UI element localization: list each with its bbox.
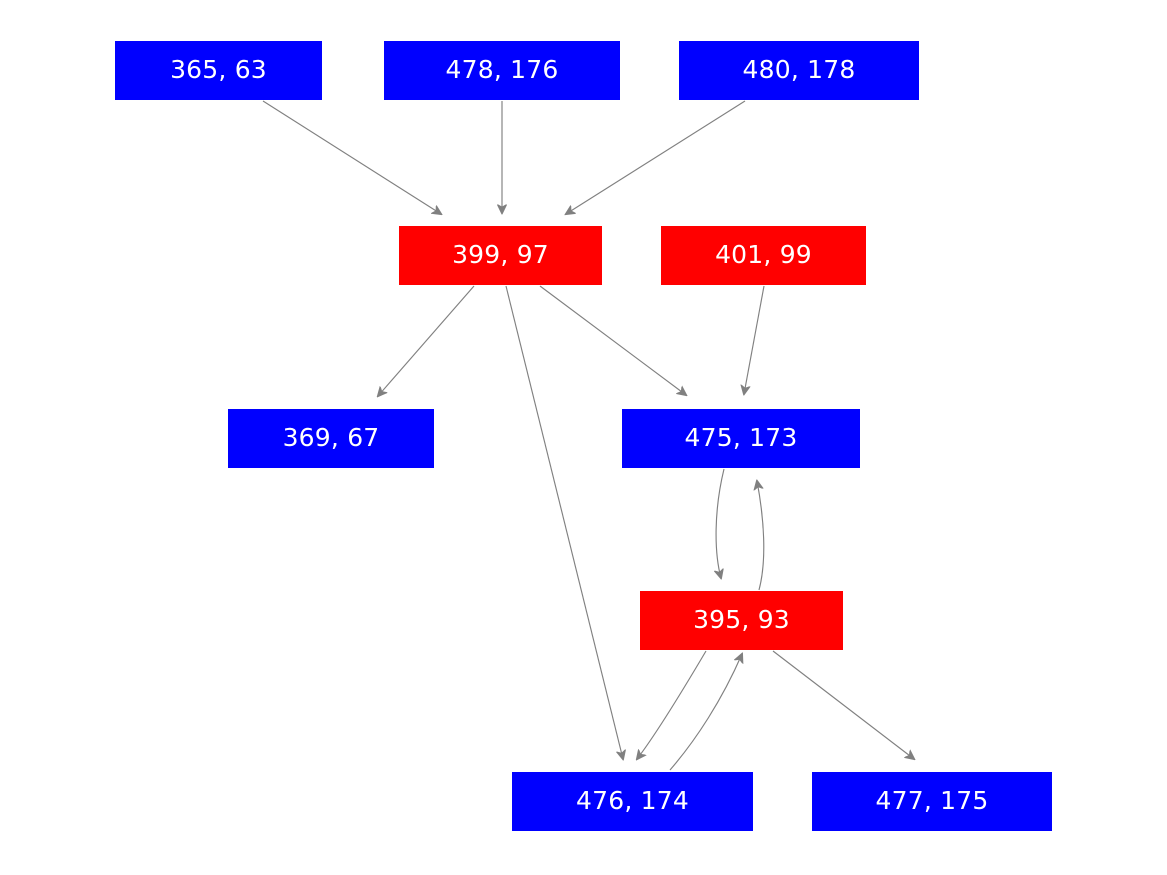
graph-node[interactable]: 399, 97 <box>399 226 602 285</box>
graph-edge <box>566 100 746 214</box>
node-label: 369, 67 <box>282 423 380 452</box>
graph-node[interactable]: 478, 176 <box>384 41 620 100</box>
node-label: 395, 93 <box>693 605 790 634</box>
graph-edge <box>669 654 742 771</box>
graph-edge <box>716 468 725 578</box>
graph-node[interactable]: 369, 67 <box>228 409 434 468</box>
graph-node[interactable]: 401, 99 <box>661 226 866 285</box>
graph-edge <box>757 481 765 591</box>
node-label: 399, 97 <box>452 240 549 269</box>
graph-edge <box>772 650 914 759</box>
node-label: 475, 173 <box>684 423 798 452</box>
graph-edge <box>539 285 686 395</box>
graph-node[interactable]: 476, 174 <box>512 772 753 831</box>
graph-node[interactable]: 480, 178 <box>679 41 919 100</box>
node-label: 365, 63 <box>170 55 267 84</box>
node-label: 476, 174 <box>576 786 689 815</box>
graph-node[interactable]: 395, 93 <box>640 591 843 650</box>
graph-edge <box>637 650 707 759</box>
graph-edge <box>744 285 765 394</box>
graph-node[interactable]: 475, 173 <box>622 409 860 468</box>
graph-node[interactable]: 365, 63 <box>115 41 322 100</box>
node-label: 401, 99 <box>715 240 812 269</box>
graph-node[interactable]: 477, 175 <box>812 772 1052 831</box>
node-label: 480, 178 <box>742 55 856 84</box>
graph-edge <box>262 100 441 214</box>
node-label: 477, 175 <box>875 786 989 815</box>
graph-edge <box>505 285 623 759</box>
node-label: 478, 176 <box>445 55 559 84</box>
graph-edge <box>378 285 475 396</box>
